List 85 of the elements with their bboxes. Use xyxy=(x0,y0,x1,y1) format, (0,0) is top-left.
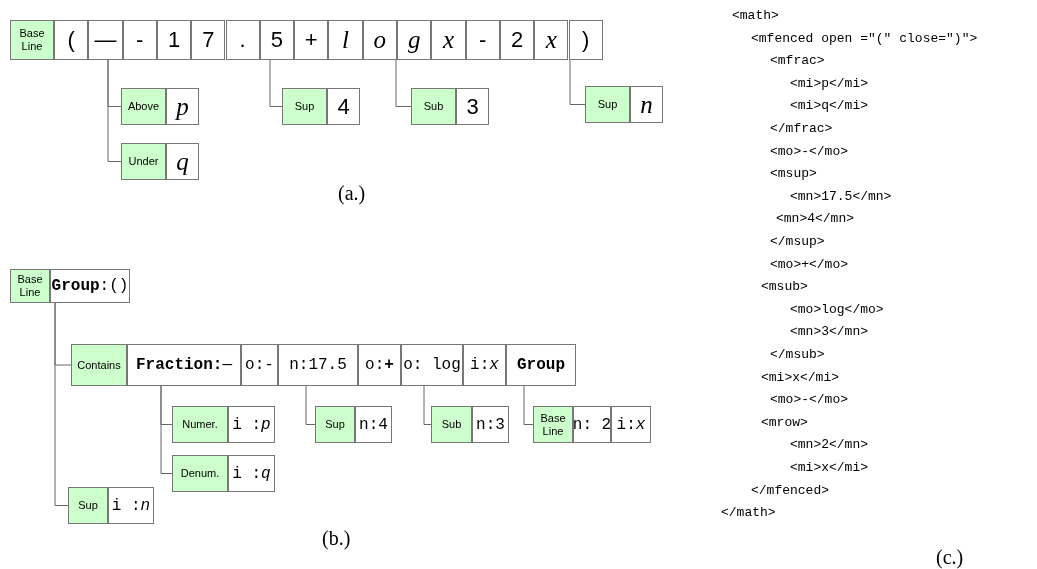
label-cell: Denum. xyxy=(172,455,228,492)
code-line: <mi>q</mi> xyxy=(790,98,868,114)
connector-line xyxy=(305,385,316,425)
label-cell: Base Line xyxy=(533,406,573,443)
connector-line xyxy=(54,302,69,506)
label-cell: Contains xyxy=(71,344,127,386)
symbol-cell: + xyxy=(294,20,329,60)
code-line: <mo>-</mo> xyxy=(770,143,848,159)
code-line: <mo>+</mo> xyxy=(770,256,848,272)
symbol-cell: 5 xyxy=(259,20,295,60)
symbol-cell: 3 xyxy=(456,88,489,125)
code-line: <mfrac> xyxy=(770,53,825,69)
connector-line xyxy=(395,59,412,107)
symbol-cell: x xyxy=(431,20,466,60)
value-cell: i :p xyxy=(228,406,275,443)
connector-line xyxy=(423,385,432,425)
label-cell: Above xyxy=(121,88,166,125)
code-line: <mrow> xyxy=(761,414,808,430)
connector-line xyxy=(269,59,283,107)
value-cell: o:- xyxy=(241,344,278,386)
code-line: <mn>4</mn> xyxy=(776,211,854,227)
label-cell: Under xyxy=(121,143,166,180)
code-line: <math> xyxy=(732,8,779,23)
code-line: <msub> xyxy=(761,279,808,295)
symbol-cell: ) xyxy=(568,20,603,60)
symbol-cell: l xyxy=(328,20,363,60)
symbol-cell: n xyxy=(630,86,663,123)
symbol-cell: o xyxy=(362,20,397,60)
code-line: </msub> xyxy=(770,347,825,362)
code-line: <mfenced open ="(" close=")"> xyxy=(751,30,978,46)
code-line: <mn>2</mn> xyxy=(790,437,868,453)
value-cell: Fraction:— xyxy=(127,344,241,386)
panel-caption: (a.) xyxy=(338,182,366,205)
value-cell: i:x xyxy=(611,406,651,443)
value-cell: n:3 xyxy=(472,406,509,443)
code-line: </mfenced> xyxy=(751,482,829,498)
value-cell: o:+ xyxy=(358,344,401,386)
label-cell: Base Line xyxy=(10,269,50,303)
connector-line xyxy=(160,385,173,474)
connector-line xyxy=(523,385,534,425)
code-line: <mn>3</mn> xyxy=(790,324,868,340)
label-cell: Sub xyxy=(431,406,472,443)
value-cell: Group:() xyxy=(50,269,130,303)
value-cell: o: log xyxy=(401,344,463,386)
value-cell: i :n xyxy=(108,487,154,524)
value-cell: i:x xyxy=(463,344,506,386)
symbol-cell: ( xyxy=(54,20,89,60)
label-cell: Sup xyxy=(585,86,630,123)
value-cell: Group xyxy=(506,344,576,386)
code-line: </msup> xyxy=(770,234,825,249)
label-cell: Base Line xyxy=(10,20,54,60)
connector-line xyxy=(107,59,122,162)
code-line: <msup> xyxy=(770,166,817,182)
symbol-cell: 1 xyxy=(156,20,192,60)
code-line: <mn>17.5</mn> xyxy=(790,188,892,204)
symbol-cell: x xyxy=(534,20,569,60)
label-cell: Numer. xyxy=(172,406,228,443)
symbol-cell: 2 xyxy=(499,20,535,60)
value-cell: n:4 xyxy=(355,406,392,443)
label-cell: Sup xyxy=(282,88,327,125)
symbol-cell: — xyxy=(88,20,123,60)
symbol-cell: g xyxy=(397,20,432,60)
symbol-cell: 4 xyxy=(327,88,360,125)
symbol-cell: q xyxy=(166,143,199,180)
value-cell: i :q xyxy=(228,455,275,492)
code-line: </mfrac> xyxy=(770,121,833,136)
label-cell: Sup xyxy=(68,487,108,524)
symbol-cell: p xyxy=(166,88,199,125)
code-line: <mi>x</mi> xyxy=(761,369,839,385)
value-cell: n: 2 xyxy=(573,406,611,443)
symbol-cell: - xyxy=(465,20,500,60)
code-line: </math> xyxy=(721,505,776,521)
symbol-cell: 7 xyxy=(191,20,226,60)
code-line: <mo>log</mo> xyxy=(790,301,884,317)
symbol-cell: - xyxy=(122,20,157,60)
label-cell: Sup xyxy=(315,406,355,443)
panel-caption: (c.) xyxy=(936,546,964,569)
value-cell: n:17.5 xyxy=(278,344,358,386)
code-line: <mo>-</mo> xyxy=(770,392,848,408)
code-line: <mi>x</mi> xyxy=(790,460,868,475)
label-cell: Sub xyxy=(411,88,456,125)
connector-line xyxy=(569,59,586,105)
symbol-cell: . xyxy=(225,20,260,60)
panel-caption: (b.) xyxy=(322,527,351,550)
code-line: <mi>p</mi> xyxy=(790,75,868,91)
